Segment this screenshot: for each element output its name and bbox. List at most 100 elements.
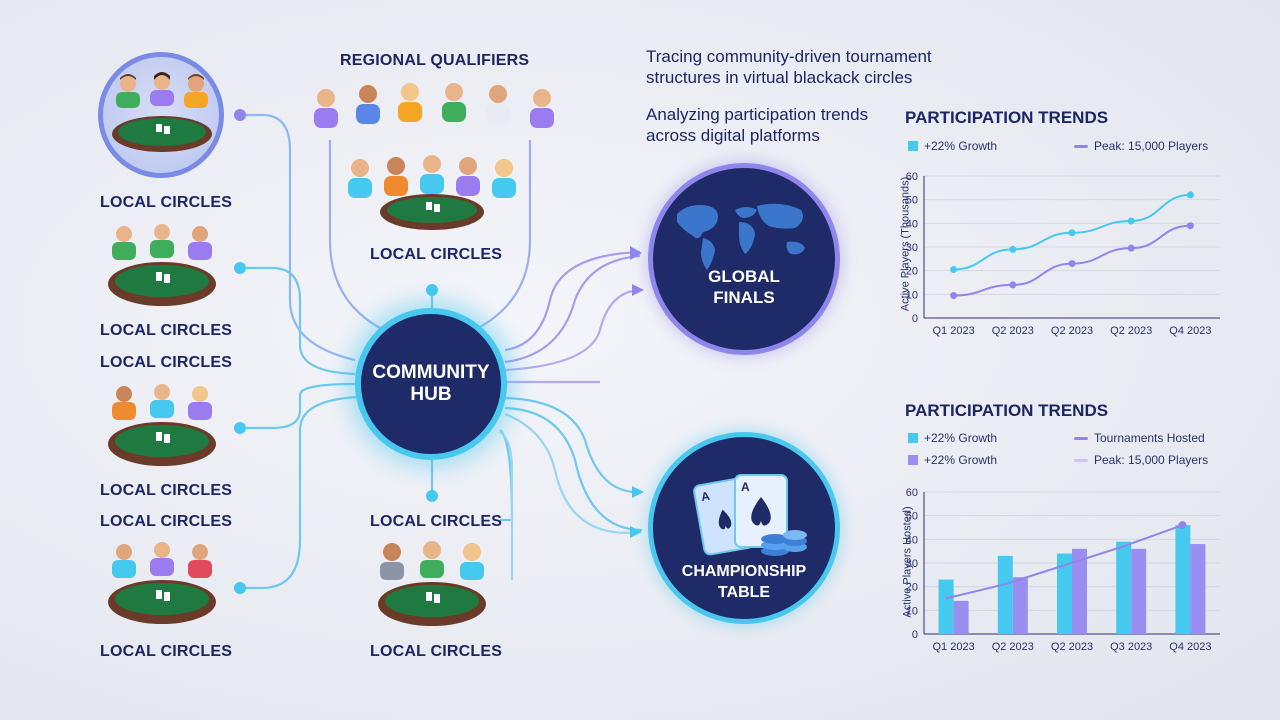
local-circles-label: LOCAL CIRCLES bbox=[100, 513, 233, 530]
local-circles-label: LOCAL CIRCLES bbox=[370, 246, 503, 263]
poker-chips-icon bbox=[761, 530, 807, 556]
chart2-legend-item: +22% Growth bbox=[908, 453, 997, 467]
legend-swatch bbox=[908, 141, 918, 151]
data-point bbox=[1068, 260, 1076, 268]
series-line bbox=[945, 524, 1183, 600]
data-point bbox=[1127, 217, 1135, 225]
y-tick-label: 10 bbox=[906, 605, 918, 617]
x-tick-label: Q4 2023 bbox=[1169, 325, 1211, 337]
local-circles-label: LOCAL CIRCLES bbox=[100, 322, 233, 339]
svg-text:A: A bbox=[700, 489, 711, 504]
chart1-title: PARTICIPATION TRENDS bbox=[905, 108, 1109, 127]
chart2-title: PARTICIPATION TRENDS bbox=[905, 401, 1109, 420]
local-circles-label: LOCAL CIRCLES bbox=[370, 513, 503, 530]
data-point bbox=[950, 292, 958, 300]
data-point bbox=[1127, 244, 1135, 252]
y-tick-label: 60 bbox=[906, 171, 918, 183]
legend-swatch bbox=[1074, 144, 1088, 148]
y-tick-label: 50 bbox=[906, 195, 918, 207]
y-tick-label: 40 bbox=[906, 534, 918, 546]
local-circles-label: LOCAL CIRCLES bbox=[100, 354, 233, 371]
y-tick-label: 30 bbox=[906, 558, 918, 570]
y-tick-label: 0 bbox=[912, 313, 918, 325]
legend-label: Tournaments Hosted bbox=[1094, 431, 1205, 445]
card-table-icon bbox=[108, 384, 216, 466]
data-point bbox=[1186, 222, 1194, 230]
y-tick-label: 50 bbox=[906, 511, 918, 523]
local-circles-label: LOCAL CIRCLES bbox=[100, 643, 233, 660]
bar bbox=[1012, 577, 1028, 634]
legend-swatch bbox=[1074, 458, 1088, 462]
y-tick-label: 20 bbox=[906, 266, 918, 278]
player-avatar-icon bbox=[116, 72, 208, 108]
legend-swatch bbox=[908, 433, 918, 443]
playing-cards-icon: A A bbox=[693, 474, 807, 556]
x-tick-label: Q1 2023 bbox=[932, 641, 974, 653]
data-point bbox=[1178, 521, 1187, 530]
subheading-line1: Analyzing participation trends bbox=[646, 105, 869, 124]
chart1-legend-item: +22% Growth bbox=[908, 139, 997, 153]
world-map-icon bbox=[677, 203, 805, 270]
data-point bbox=[1068, 229, 1076, 237]
chart2-legend-item: Tournaments Hosted bbox=[1074, 431, 1205, 445]
legend-swatch bbox=[908, 455, 918, 465]
bar bbox=[1116, 541, 1132, 634]
x-tick-label: Q2 2023 bbox=[992, 641, 1034, 653]
chart2-legend-item: Peak: 15,000 Players bbox=[1074, 453, 1208, 467]
hub-title-line2: HUB bbox=[410, 384, 452, 405]
x-tick-label: Q1 2023 bbox=[932, 325, 974, 337]
y-tick-label: 40 bbox=[906, 218, 918, 230]
y-tick-label: 0 bbox=[912, 629, 918, 641]
bar bbox=[1057, 553, 1072, 634]
champ-title-line2: TABLE bbox=[717, 584, 771, 601]
heading-line1: Tracing community-driven tournament bbox=[646, 47, 932, 66]
bar bbox=[938, 579, 954, 634]
bar bbox=[953, 600, 969, 634]
bar bbox=[1175, 525, 1191, 634]
y-tick-label: 30 bbox=[906, 242, 918, 254]
data-point bbox=[1009, 245, 1017, 253]
legend-label: +22% Growth bbox=[924, 139, 998, 153]
card-table-icon bbox=[378, 541, 486, 626]
card-table-icon bbox=[108, 224, 216, 306]
hub-title-line1: COMMUNITY bbox=[372, 362, 490, 383]
local-circles-label: LOCAL CIRCLES bbox=[100, 194, 233, 211]
bar bbox=[997, 555, 1013, 634]
subheading-line2: across digital platforms bbox=[646, 126, 820, 145]
regional-players-group bbox=[314, 83, 554, 230]
card-table-icon bbox=[108, 542, 216, 624]
bar bbox=[1131, 548, 1147, 634]
data-point bbox=[1186, 191, 1194, 199]
regional-qualifiers-label: REGIONAL QUALIFIERS bbox=[340, 52, 530, 69]
y-tick-label: 20 bbox=[906, 582, 918, 594]
global-title-line1: GLOBAL bbox=[708, 267, 780, 286]
legend-swatch bbox=[1074, 436, 1088, 440]
bar bbox=[1072, 548, 1087, 634]
global-title-line2: FINALS bbox=[713, 288, 775, 307]
championship-table-node: A A CHAMPIONSHIP TABLE bbox=[648, 432, 840, 624]
x-tick-label: Q2 2023 bbox=[992, 325, 1034, 337]
chart2-legend-item: +22% Growth bbox=[908, 431, 997, 445]
x-tick-label: Q2 2023 bbox=[1110, 325, 1152, 337]
x-tick-label: Q2 2023 bbox=[1051, 641, 1093, 653]
x-tick-label: Q3 2023 bbox=[1110, 641, 1152, 653]
svg-text:A: A bbox=[741, 480, 750, 494]
chart1-legend-item: Peak: 15,000 Players bbox=[1074, 139, 1208, 153]
player-avatar-icon bbox=[314, 83, 554, 198]
legend-label: +22% Growth bbox=[924, 453, 998, 467]
page-subheading: Analyzing participation trends across di… bbox=[646, 104, 868, 146]
local-circles-label: LOCAL CIRCLES bbox=[370, 643, 503, 660]
heading-line2: structures in virtual blackack circles bbox=[646, 68, 913, 87]
legend-label: Peak: 15,000 Players bbox=[1094, 139, 1209, 153]
bar bbox=[1190, 544, 1206, 634]
x-tick-label: Q2 2023 bbox=[1051, 325, 1093, 337]
page-heading: Tracing community-driven tournament stru… bbox=[646, 46, 932, 88]
data-point bbox=[950, 265, 958, 273]
featured-table-group bbox=[112, 72, 212, 152]
champ-title-line1: CHAMPIONSHIP bbox=[681, 563, 807, 580]
global-finals-node: GLOBAL FINALS bbox=[648, 163, 840, 355]
